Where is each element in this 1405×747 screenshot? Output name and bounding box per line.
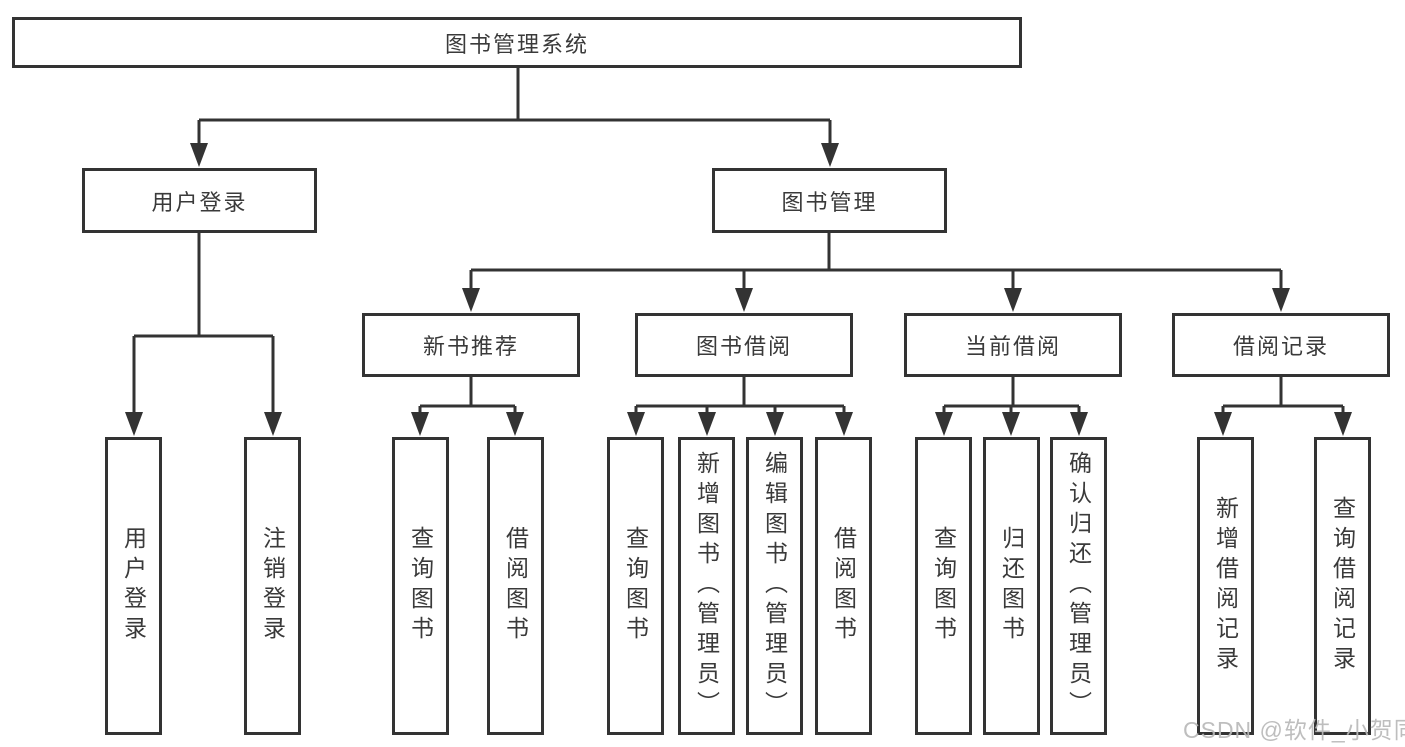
leaf-borrow-books: 借阅图书 bbox=[815, 437, 872, 735]
leaf-user-login: 用户登录 bbox=[105, 437, 162, 735]
leaf-add-borrow-record: 新增借阅记录 bbox=[1197, 437, 1254, 735]
csdn-watermark: CSDN @软件_小贺同学 bbox=[1183, 717, 1405, 743]
leaf-query-borrow-record: 查询借阅记录 bbox=[1314, 437, 1371, 735]
leaf-logout: 注销登录 bbox=[244, 437, 301, 735]
leaf-borrow-books-recommend: 借阅图书 bbox=[487, 437, 544, 735]
node-borrowing-records: 借阅记录 bbox=[1172, 313, 1390, 377]
leaf-add-books-admin: 新增图书（管理员） bbox=[678, 437, 735, 735]
node-book-management: 图书管理 bbox=[712, 168, 947, 233]
node-user-login: 用户登录 bbox=[82, 168, 317, 233]
node-book-borrowing: 图书借阅 bbox=[635, 313, 853, 377]
leaf-query-books-current: 查询图书 bbox=[915, 437, 972, 735]
leaf-edit-books-admin: 编辑图书（管理员） bbox=[746, 437, 803, 735]
connector-lines bbox=[132, 68, 1345, 414]
leaf-confirm-return-admin: 确认归还（管理员） bbox=[1050, 437, 1107, 735]
leaf-query-books-borrow: 查询图书 bbox=[607, 437, 664, 735]
arrowheads bbox=[125, 143, 1352, 436]
node-new-book-recommend: 新书推荐 bbox=[362, 313, 580, 377]
leaf-return-books: 归还图书 bbox=[983, 437, 1040, 735]
leaf-query-books-recommend: 查询图书 bbox=[392, 437, 449, 735]
node-current-borrowing: 当前借阅 bbox=[904, 313, 1122, 377]
node-library-management-system: 图书管理系统 bbox=[12, 17, 1022, 68]
